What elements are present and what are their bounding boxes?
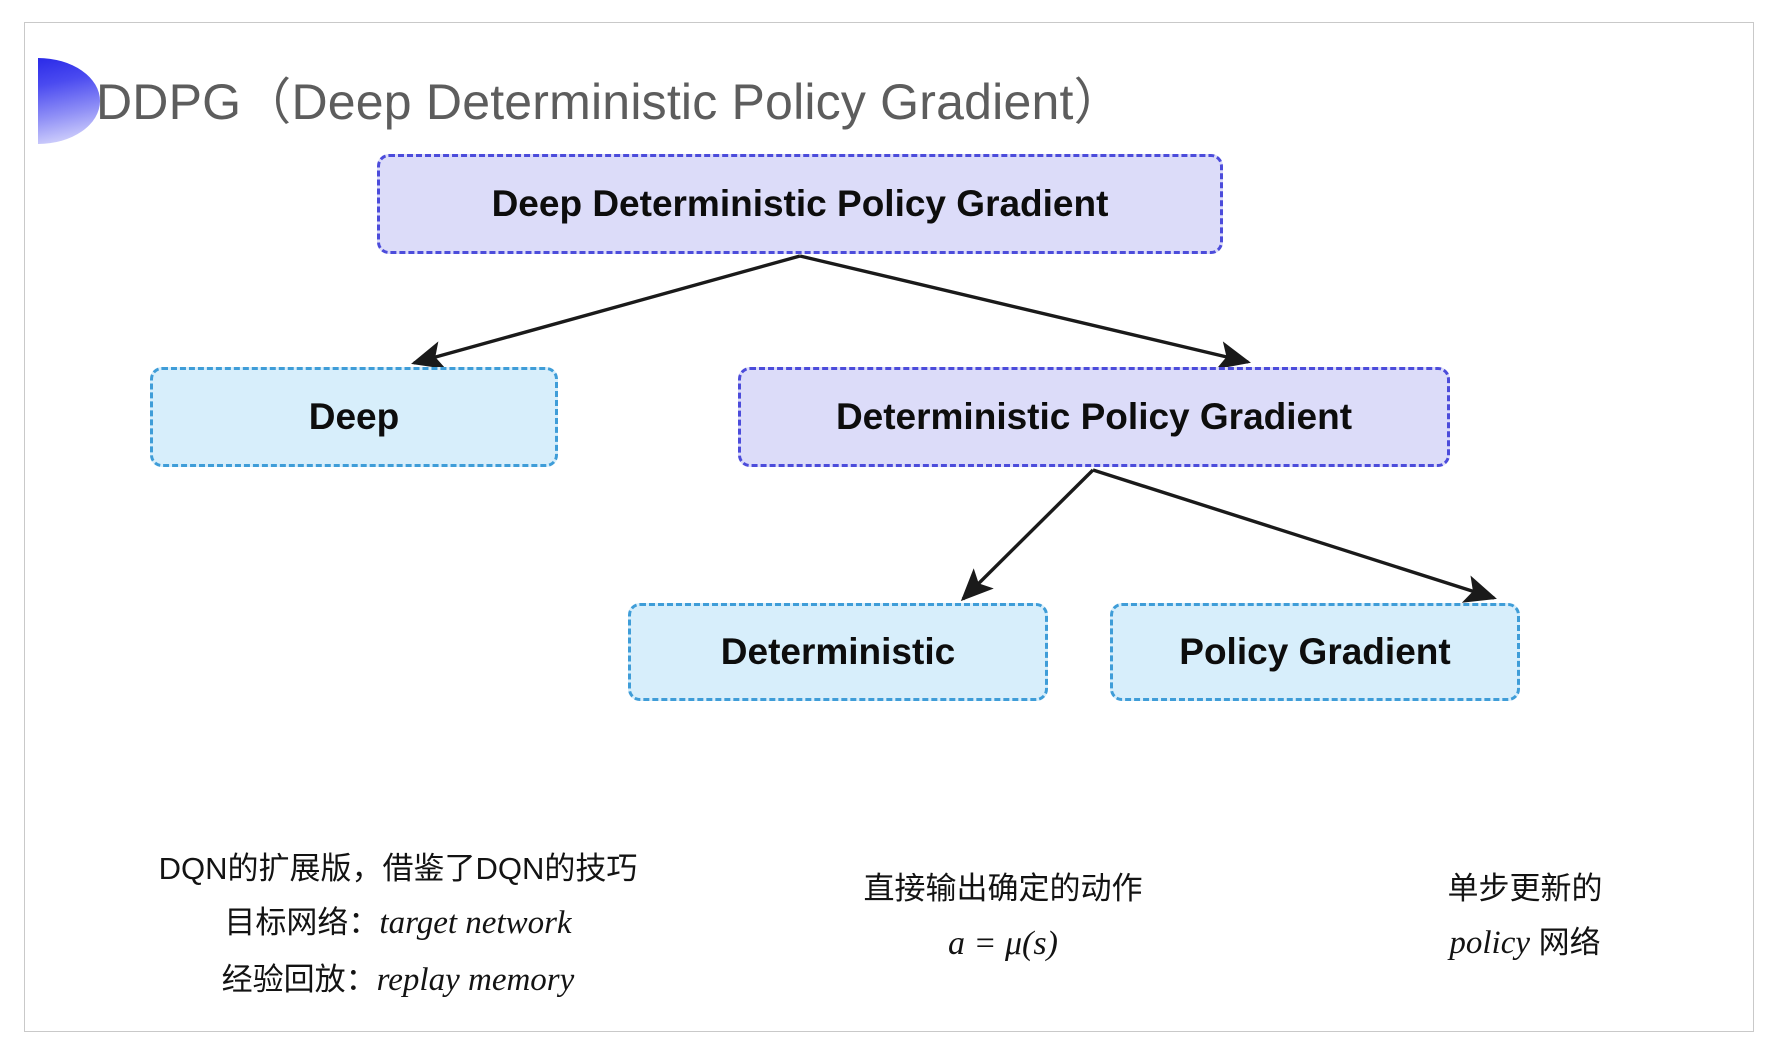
node-label: Deterministic xyxy=(720,630,956,672)
annotation-policy-gradient-suffix: 网络 xyxy=(1530,925,1601,961)
node-deterministic[interactable]: Deterministic xyxy=(628,603,1048,701)
annotation-deep-line3-term: replay memory xyxy=(376,962,575,999)
annotation-deep-line3: 经验回放：replay memory xyxy=(148,952,648,1009)
annotation-deterministic-line1: 直接输出确定的动作 xyxy=(863,871,1143,906)
edge-dpg-to-deterministic xyxy=(960,468,1095,602)
annotation-policy-gradient-line2: policy 网络 xyxy=(1375,915,1675,972)
annotation-deep: DQN的扩展版，借鉴了DQN的技巧 目标网络：target network 经验… xyxy=(148,842,648,1009)
annotation-deep-line1: DQN的扩展版，借鉴了DQN的技巧 xyxy=(158,851,638,886)
annotation-policy-gradient-line1: 单步更新的 xyxy=(1447,871,1603,906)
title-bullet-decoration-icon xyxy=(38,58,100,144)
annotation-deterministic: 直接输出确定的动作 a = μ(s) xyxy=(838,862,1168,974)
node-deterministic-policy-gradient[interactable]: Deterministic Policy Gradient xyxy=(738,367,1450,467)
edge-root-to-deep xyxy=(411,254,801,369)
edge-root-to-dpg xyxy=(799,254,1251,370)
annotation-deterministic-formula: a = μ(s) xyxy=(948,925,1058,963)
edge-dpg-to-policy-gradient xyxy=(1092,468,1497,603)
page-title: DDPG（Deep Deterministic Policy Gradient） xyxy=(96,74,1124,130)
annotation-deep-line2: 目标网络：target network xyxy=(148,895,648,952)
node-deep-deterministic-policy-gradient[interactable]: Deep Deterministic Policy Gradient xyxy=(377,154,1223,254)
node-label: Deep xyxy=(308,395,400,437)
annotation-policy-gradient-term: policy xyxy=(1449,925,1530,962)
annotation-deep-line2-label: 目标网络： xyxy=(224,905,380,941)
node-label: Deep Deterministic Policy Gradient xyxy=(491,182,1109,224)
node-label: Policy Gradient xyxy=(1179,630,1451,672)
annotation-deep-line3-label: 经验回放： xyxy=(221,962,377,998)
node-label: Deterministic Policy Gradient xyxy=(835,395,1353,437)
annotation-policy-gradient: 单步更新的 policy 网络 xyxy=(1375,862,1675,972)
annotation-deep-line2-term: target network xyxy=(379,905,572,942)
node-deep[interactable]: Deep xyxy=(150,367,558,467)
node-policy-gradient[interactable]: Policy Gradient xyxy=(1110,603,1520,701)
